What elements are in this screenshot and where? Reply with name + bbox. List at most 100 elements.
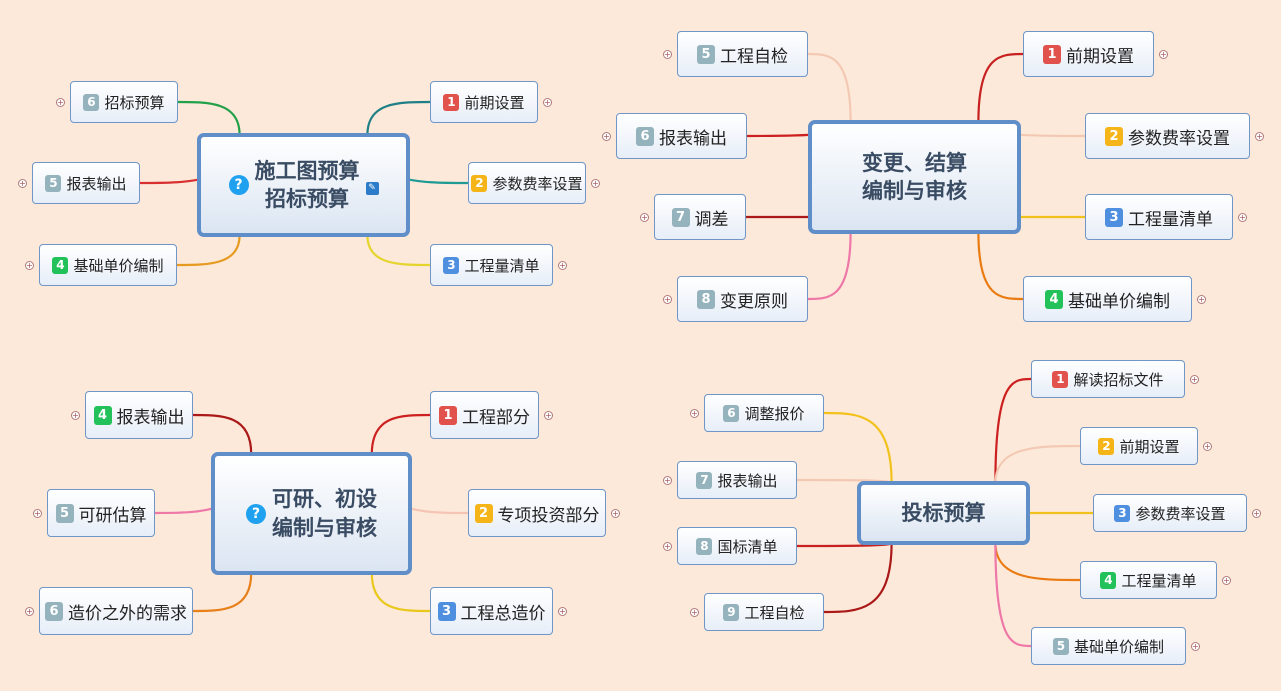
connector-br-9 <box>822 541 893 614</box>
priority-badge: 1 <box>443 93 460 111</box>
expand-toggle-icon[interactable]: + <box>1252 509 1261 518</box>
expand-toggle-icon[interactable]: + <box>1191 642 1200 651</box>
connector-tr-4 <box>977 230 1025 301</box>
expand-toggle-icon[interactable]: + <box>1159 50 1168 59</box>
central-topic-title: 变更、结算编制与审核 <box>862 149 967 206</box>
priority-badge: 2 <box>1105 126 1123 146</box>
expand-toggle-icon[interactable]: + <box>611 509 620 518</box>
expand-toggle-icon[interactable]: + <box>1255 132 1264 141</box>
central-topic-bl[interactable]: ?可研、初设编制与审核 <box>211 452 412 575</box>
expand-toggle-icon[interactable]: + <box>33 509 42 518</box>
title-line: 编制与审核 <box>272 515 377 540</box>
expand-toggle-icon[interactable]: + <box>25 261 34 270</box>
expand-toggle-icon[interactable]: + <box>663 50 672 59</box>
priority-badge: 5 <box>45 174 62 192</box>
expand-toggle-icon[interactable]: + <box>640 213 649 222</box>
connector-bl-6 <box>191 571 253 613</box>
expand-toggle-icon[interactable]: + <box>591 179 600 188</box>
priority-badge: 3 <box>437 601 456 621</box>
expand-toggle-icon[interactable]: + <box>690 608 699 617</box>
connector-bl-4 <box>191 413 253 456</box>
expand-toggle-icon[interactable]: + <box>690 409 699 418</box>
expand-toggle-icon[interactable]: + <box>663 295 672 304</box>
branch-label: 招标预算 <box>104 93 165 112</box>
branch-label: 参数费率设置 <box>1128 128 1230 149</box>
priority-badge: 8 <box>697 289 715 309</box>
priority-badge: 4 <box>1100 571 1117 589</box>
expand-toggle-icon[interactable]: + <box>1222 576 1231 585</box>
expand-toggle-icon[interactable]: + <box>602 132 611 141</box>
title-line: 招标预算 <box>265 187 349 211</box>
central-topic-br[interactable]: 投标预算 <box>857 481 1030 545</box>
priority-badge: 5 <box>55 503 74 523</box>
title-line: 编制与审核 <box>862 179 967 203</box>
help-icon[interactable]: ? <box>228 175 249 195</box>
central-topic-tr[interactable]: 变更、结算编制与审核 <box>808 120 1021 234</box>
priority-badge: 6 <box>83 93 100 111</box>
help-icon[interactable]: ? <box>246 503 266 524</box>
priority-badge: 7 <box>696 471 713 489</box>
connector-tr-1 <box>977 52 1025 124</box>
expand-toggle-icon[interactable]: + <box>1190 375 1199 384</box>
branch-label: 变更原则 <box>720 291 788 312</box>
expand-toggle-icon[interactable]: + <box>1238 213 1247 222</box>
priority-badge: 5 <box>697 44 715 64</box>
title-line: 施工图预算 <box>254 158 360 183</box>
branch-label: 专项投资部分 <box>497 505 600 526</box>
central-topic-tl[interactable]: ?施工图预算招标预算 ✎ <box>197 133 410 237</box>
expand-toggle-icon[interactable]: + <box>71 411 80 420</box>
expand-toggle-icon[interactable]: + <box>1197 295 1206 304</box>
priority-badge: 2 <box>474 503 493 523</box>
connector-bl-1 <box>370 413 432 456</box>
expand-toggle-icon[interactable]: + <box>18 179 27 188</box>
priority-badge: 9 <box>723 603 740 621</box>
expand-toggle-icon[interactable]: + <box>663 542 672 551</box>
connector-br-6 <box>822 411 893 485</box>
branch-label: 调差 <box>694 209 729 230</box>
branch-label: 国标清单 <box>717 537 778 556</box>
expand-toggle-icon[interactable]: + <box>25 607 34 616</box>
expand-toggle-icon[interactable]: + <box>558 607 567 616</box>
expand-toggle-icon[interactable]: + <box>558 261 567 270</box>
expand-toggle-icon[interactable]: + <box>544 411 553 420</box>
expand-toggle-icon[interactable]: + <box>663 476 672 485</box>
priority-badge: 1 <box>439 405 457 425</box>
expand-toggle-icon[interactable]: + <box>56 98 65 107</box>
branch-label: 参数费率设置 <box>1135 504 1226 523</box>
branch-label: 解读招标文件 <box>1073 370 1164 389</box>
attachment-icon[interactable]: ✎ <box>365 181 379 195</box>
title-line: 投标预算 <box>901 500 986 525</box>
expand-toggle-icon[interactable]: + <box>543 98 552 107</box>
expand-toggle-icon[interactable]: + <box>1203 442 1212 451</box>
